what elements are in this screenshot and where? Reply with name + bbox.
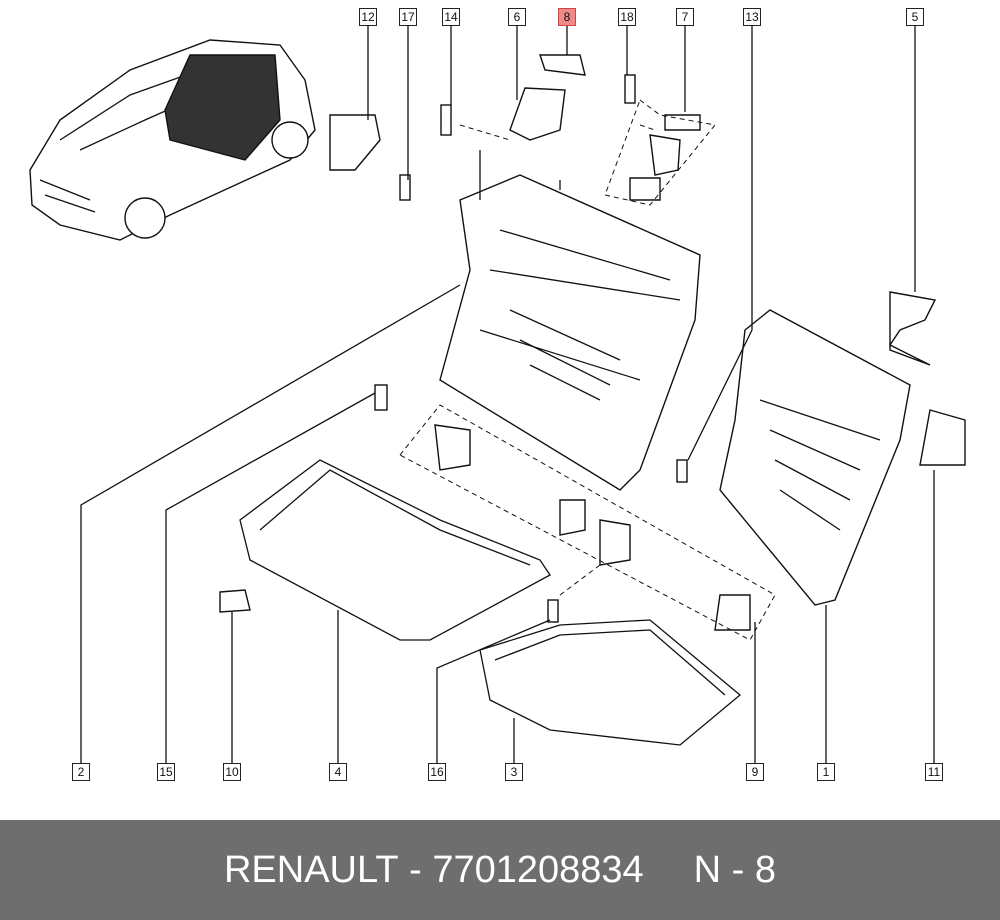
seat-back-frame-left: [439, 150, 701, 491]
callout-1: 1: [817, 763, 835, 781]
callout-4: 4: [329, 763, 347, 781]
part-info-footer: RENAULT - 7701208834 N - 8: [0, 820, 1000, 920]
exploded-seat-diagram: [29, 25, 966, 763]
seat-back-frame-right: [719, 309, 911, 606]
part-number: 7701208834: [432, 848, 644, 891]
callout-14: 14: [442, 8, 460, 26]
seat-wire-frames: [239, 459, 742, 746]
callout-2: 2: [72, 763, 90, 781]
callout-12: 12: [359, 8, 377, 26]
callout-17: 17: [399, 8, 417, 26]
brand-name: RENAULT: [223, 848, 399, 891]
callout-16: 16: [428, 763, 446, 781]
callout-10: 10: [223, 763, 241, 781]
callout-3: 3: [505, 763, 523, 781]
callout-11: 11: [925, 763, 943, 781]
callout-18: 18: [618, 8, 636, 26]
callout-8-highlighted: 8: [558, 8, 576, 26]
leader-lines: [80, 25, 935, 763]
callout-5: 5: [906, 8, 924, 26]
callout-6: 6: [508, 8, 526, 26]
callout-7: 7: [676, 8, 694, 26]
callout-9: 9: [746, 763, 764, 781]
position-label: N - 8: [693, 848, 777, 891]
car-thumbnail: [29, 39, 316, 241]
callout-13: 13: [743, 8, 761, 26]
small-parts: [219, 54, 966, 631]
assembly-lines: [399, 99, 776, 641]
footer-separator: -: [398, 848, 433, 891]
callout-15: 15: [157, 763, 175, 781]
